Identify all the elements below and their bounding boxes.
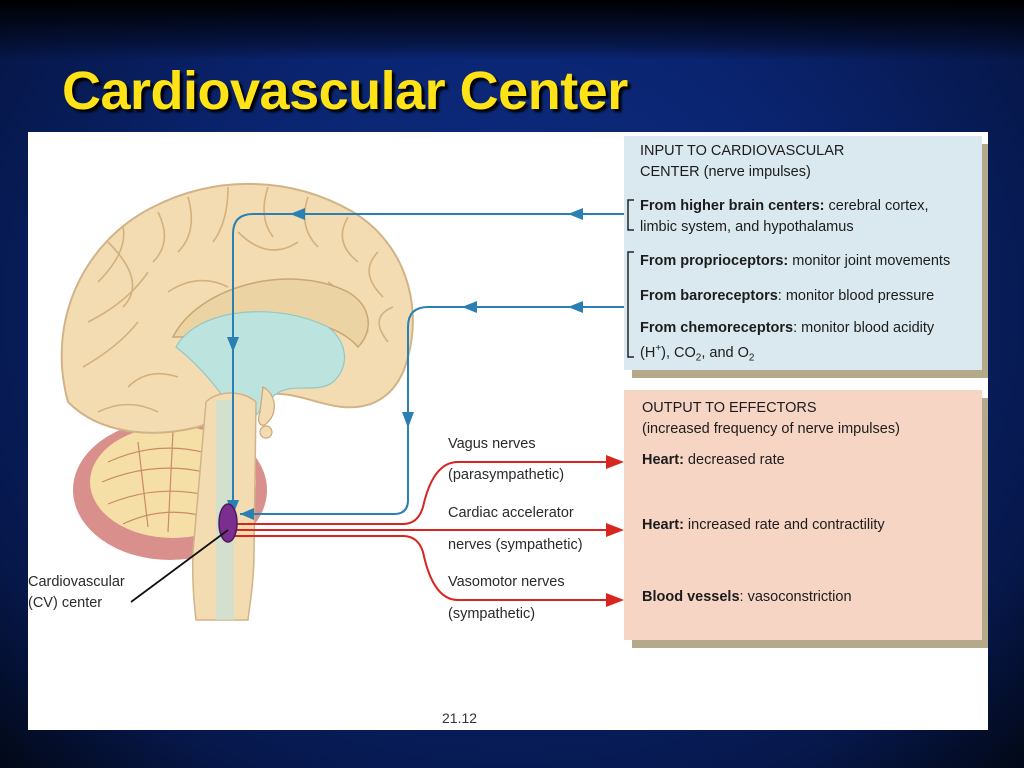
- cv-leader-line: [130, 529, 229, 603]
- output-item-heart-decreased: Heart: decreased rate: [642, 452, 785, 468]
- pituitary: [257, 386, 275, 426]
- output-subheading: (increased frequency of nerve impulses): [642, 421, 900, 437]
- label-cardiac-accelerator: Cardiac accelerator: [448, 505, 574, 521]
- brain-illustration: [60, 182, 624, 621]
- input-item-higher-line2: limbic system, and hypothalamus: [640, 219, 854, 235]
- input-item-baroreceptors: From baroreceptors: monitor blood pressu…: [640, 288, 935, 304]
- input-item-proprioceptors: From proprioceptors: monitor joint movem…: [640, 253, 951, 269]
- input-item-chemoreceptors: From chemoreceptors: monitor blood acidi…: [640, 320, 935, 336]
- label-vagus-parasympathetic: (parasympathetic): [448, 467, 565, 483]
- label-cardiac-sympathetic: nerves (sympathetic): [448, 537, 583, 553]
- cv-center-marker: [218, 503, 238, 543]
- label-cv-line2: (CV) center: [28, 595, 103, 611]
- input-item-chemoreceptors-line2: (H+), CO2, and O2: [640, 343, 755, 364]
- output-item-blood-vessels: Blood vessels: vasoconstriction: [642, 589, 852, 605]
- input-line-higher: [232, 213, 624, 514]
- output-box: [624, 390, 982, 640]
- output-item-heart-increased: Heart: increased rate and contractility: [642, 517, 885, 533]
- label-cv-line1: Cardiovascular: [28, 574, 125, 590]
- output-arrowheads: [606, 455, 624, 607]
- input-item-higher: From higher brain centers: cerebral cort…: [640, 198, 929, 214]
- label-vasomotor-sympathetic: (sympathetic): [448, 606, 536, 622]
- figure-number: 21.12: [442, 710, 478, 726]
- input-heading-line1: INPUT TO CARDIOVASCULAR: [640, 143, 845, 159]
- slide-title: Cardiovascular Center: [62, 61, 628, 121]
- label-vasomotor-nerves: Vasomotor nerves: [448, 574, 565, 590]
- output-heading: OUTPUT TO EFFECTORS: [642, 400, 817, 416]
- diagram-panel: INPUT TO CARDIOVASCULAR CENTER (nerve im…: [28, 132, 988, 730]
- input-heading-line2: CENTER (nerve impulses): [640, 164, 811, 180]
- top-dark-band: [0, 0, 1024, 60]
- label-vagus-nerves: Vagus nerves: [448, 436, 536, 452]
- output-arrows: [234, 461, 613, 601]
- input-box: [624, 136, 982, 370]
- pituitary-lobe: [259, 425, 273, 439]
